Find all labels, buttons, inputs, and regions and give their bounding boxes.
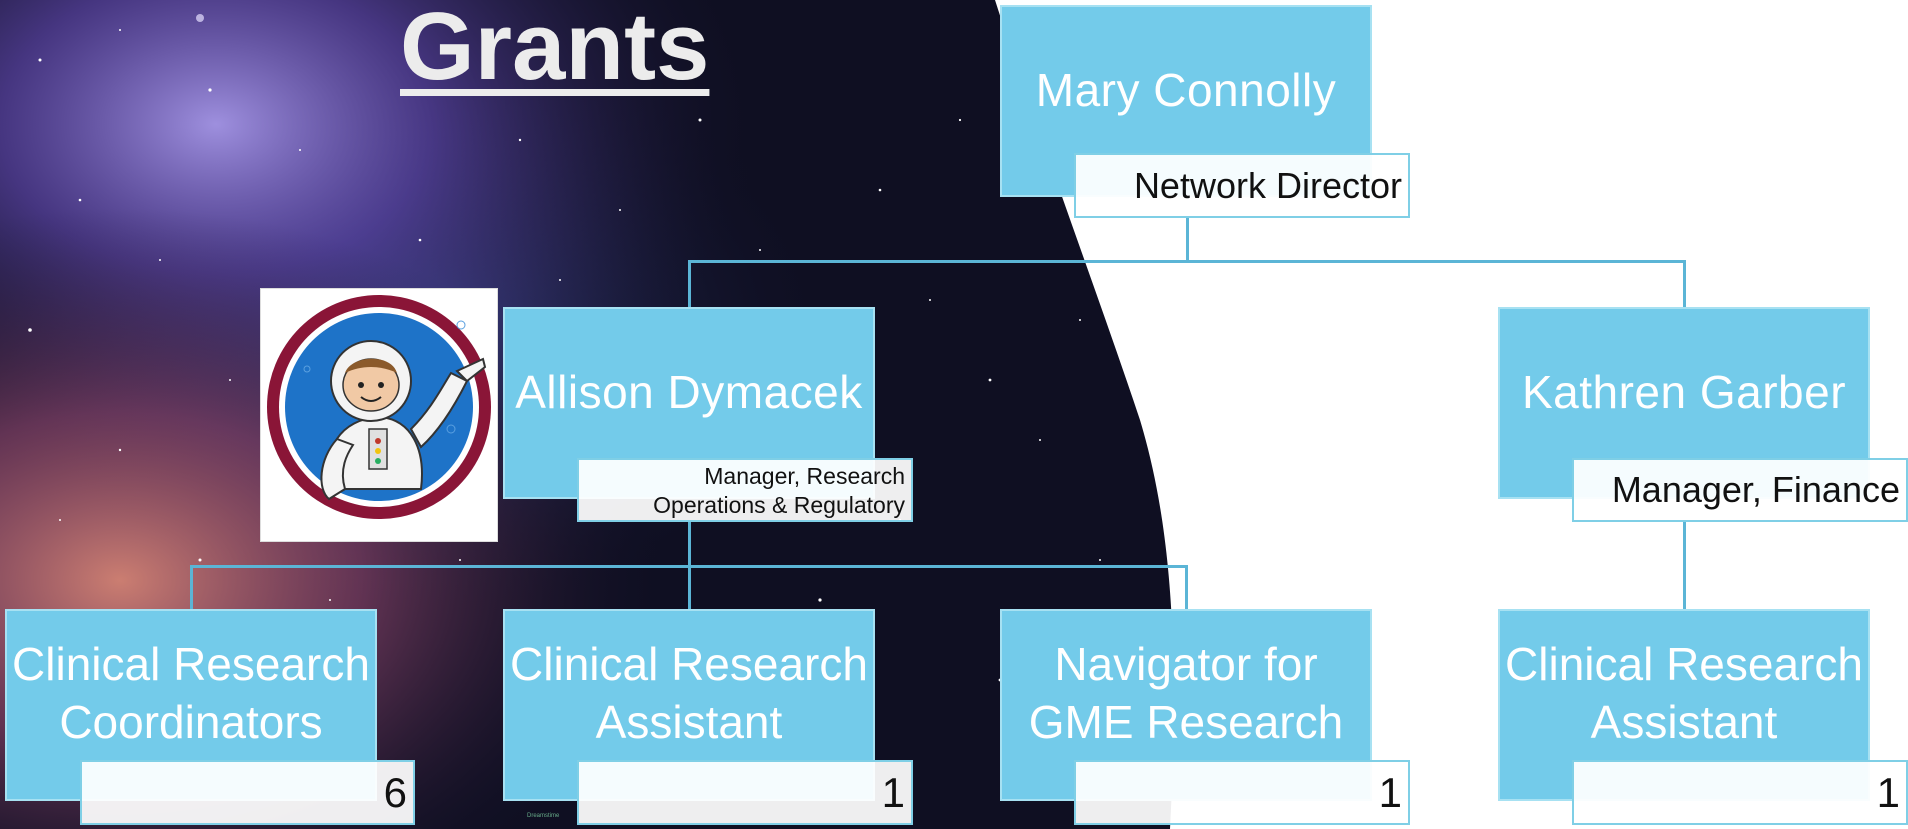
manager-right-name: Kathren Garber [1521, 366, 1847, 419]
manager-right-role-tag: Manager, Finance [1572, 458, 1908, 522]
director-role-tag: Network Director [1074, 153, 1410, 218]
staff-1-count-tag: 6 [80, 760, 415, 825]
connector-director-down [1186, 218, 1189, 262]
manager-left-name: Allison Dymacek [515, 366, 863, 419]
manager-left-role-tag: Manager, Research Operations & Regulator… [577, 458, 913, 522]
connector-top-horizontal [688, 260, 1686, 263]
astronaut-logo: Dreamstime [260, 288, 559, 819]
director-name: Mary Connolly [1035, 64, 1337, 117]
staff-4-count-tag: 1 [1572, 760, 1908, 825]
staff-1-count: 6 [383, 768, 407, 816]
staff-3-count-tag: 1 [1074, 760, 1410, 825]
staff-2-count-tag: 1 [577, 760, 913, 825]
manager-left-role-line1: Manager, Research [704, 463, 905, 489]
director-role: Network Director [1133, 164, 1402, 206]
page-title: Grants [400, 0, 710, 100]
staff-4-count: 1 [1876, 768, 1900, 816]
logo-watermark: Dreamstime [527, 813, 560, 819]
connector-left-manager [688, 260, 691, 310]
connector-right-manager [1683, 260, 1686, 310]
manager-right-role: Manager, Finance [1611, 469, 1900, 510]
connector-staff-horizontal [190, 565, 1188, 568]
staff-2-count: 1 [881, 768, 905, 816]
connector-staff-1 [190, 565, 193, 610]
manager-left-role-line2: Operations & Regulatory [653, 492, 905, 518]
staff-3-count: 1 [1378, 768, 1402, 816]
connector-right-manager-down [1683, 520, 1686, 610]
astronaut-icon [267, 295, 491, 519]
connector-staff-3 [1185, 565, 1188, 610]
